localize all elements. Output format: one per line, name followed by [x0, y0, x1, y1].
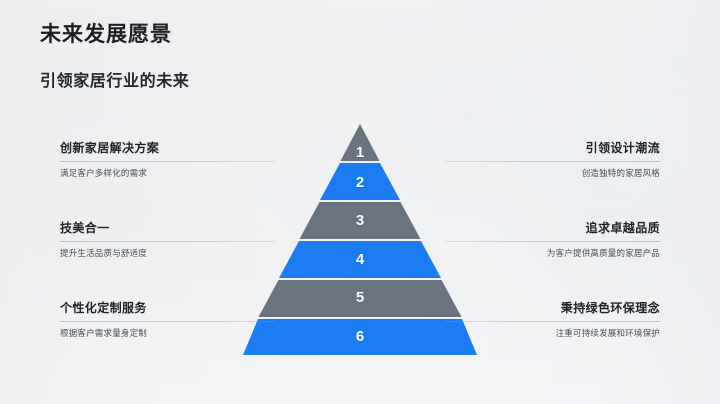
left-item-2-title: 技美合一	[60, 221, 110, 235]
right-item-2-title: 追求卓越品质	[585, 221, 660, 235]
left-item-2: 技美合一 提升生活品质与舒适度	[60, 219, 275, 259]
left-item-3-desc: 根据客户需求量身定制	[60, 328, 148, 338]
pyramid-level-6-number: 6	[355, 328, 365, 345]
right-item-3-desc: 注重可持续发展和环境保护	[555, 328, 660, 338]
pyramid-level-1-number: 1	[355, 144, 365, 161]
pyramid-level-6	[243, 319, 477, 355]
divider	[445, 161, 660, 162]
divider	[60, 161, 275, 162]
left-item-1: 创新家居解决方案 满足客户多样化的需求	[60, 139, 275, 179]
pyramid-level-5	[258, 280, 462, 317]
page-title: 未来发展愿景	[40, 23, 172, 46]
pyramid-level-3-number: 3	[355, 212, 365, 229]
pyramid-level-1	[340, 124, 380, 161]
pyramid-level-5-number: 5	[355, 289, 365, 306]
page-subtitle: 引领家居行业的未来	[40, 73, 190, 91]
slide-header: 未来发展愿景 引领家居行业的未来	[40, 22, 189, 91]
right-item-2-desc: 为客户提供高质量的家居产品	[546, 248, 660, 258]
right-item-2: 追求卓越品质 为客户提供高质量的家居产品	[445, 219, 660, 259]
divider	[445, 321, 660, 322]
pyramid-diagram: 1 2 3 4 5 6	[243, 124, 477, 356]
pyramid-level-2-number: 2	[355, 174, 365, 191]
pyramid-level-3	[299, 202, 421, 239]
divider	[445, 241, 660, 242]
right-item-1: 引领设计潮流 创造独特的家居风格	[445, 139, 660, 179]
pyramid-level-4	[279, 241, 441, 278]
right-item-1-desc: 创造独特的家居风格	[581, 168, 660, 178]
divider	[60, 321, 275, 322]
left-item-2-desc: 提升生活品质与舒适度	[60, 248, 148, 258]
left-item-3: 个性化定制服务 根据客户需求量身定制	[60, 299, 275, 339]
right-item-1-title: 引领设计潮流	[585, 141, 660, 155]
right-item-3-title: 秉持绿色环保理念	[560, 301, 660, 315]
left-item-1-title: 创新家居解决方案	[60, 141, 160, 155]
right-item-3: 秉持绿色环保理念 注重可持续发展和环境保护	[445, 299, 660, 339]
pyramid-level-4-number: 4	[355, 251, 365, 268]
divider	[60, 241, 275, 242]
left-item-3-title: 个性化定制服务	[60, 301, 147, 315]
pyramid-level-2	[320, 163, 400, 200]
left-item-1-desc: 满足客户多样化的需求	[60, 168, 148, 178]
